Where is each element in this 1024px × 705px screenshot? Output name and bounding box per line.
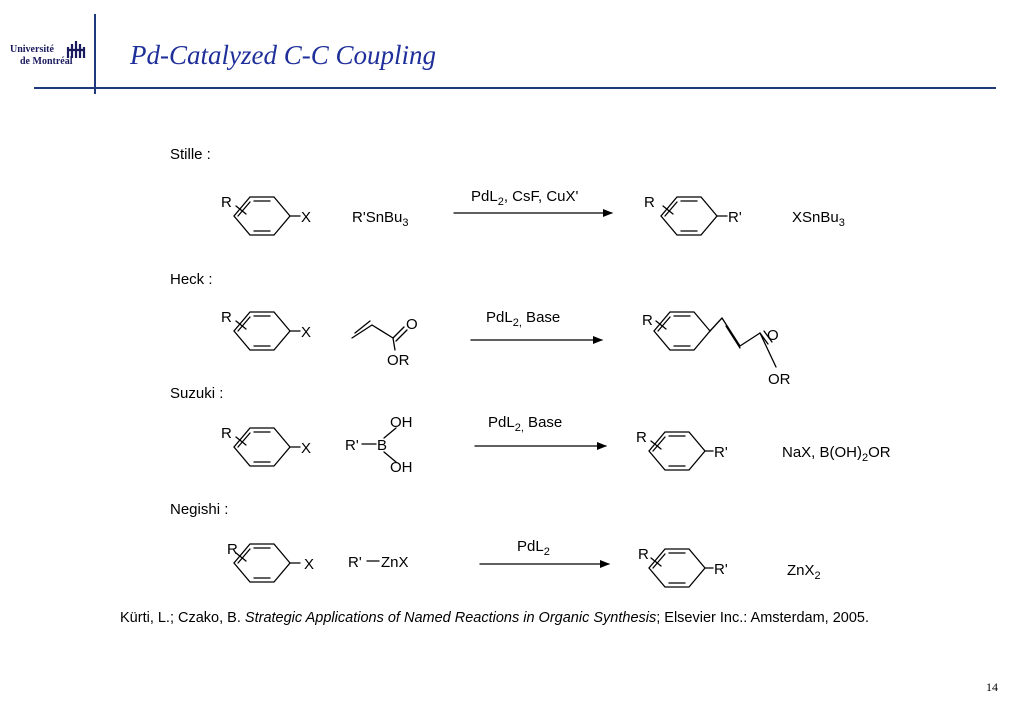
suzuki-r-label: R bbox=[221, 425, 232, 442]
suzuki-aryl-halide bbox=[233, 427, 301, 467]
citation: Kürti, L.; Czako, B. Strategic Applicati… bbox=[120, 610, 869, 626]
negishi-label: Negishi : bbox=[170, 501, 229, 518]
header-vertical-rule bbox=[94, 14, 96, 94]
stille-x-label: X bbox=[301, 209, 311, 226]
university-logo: Université de Montréal bbox=[8, 41, 88, 74]
suzuki-product-rp-label: R' bbox=[714, 444, 728, 461]
suzuki-label: Suzuki : bbox=[170, 385, 224, 402]
negishi-reagent-znx-label: ZnX bbox=[381, 554, 409, 571]
negishi-r-label: R bbox=[227, 541, 238, 558]
suzuki-byproduct: NaX, B(OH)2OR bbox=[782, 444, 891, 464]
heck-r-label: R bbox=[221, 309, 232, 326]
negishi-product-rp-label: R' bbox=[714, 561, 728, 578]
stille-conditions: PdL2, CsF, CuX' bbox=[471, 188, 579, 208]
negishi-reagent-r-label: R' bbox=[348, 554, 362, 571]
heck-label: Heck : bbox=[170, 271, 213, 288]
negishi-product-r-label: R bbox=[638, 546, 649, 563]
stille-product bbox=[660, 196, 728, 236]
stille-reagent: R'SnBu3 bbox=[352, 209, 409, 229]
heck-acrylate bbox=[351, 320, 408, 351]
citation-publisher: ; Elsevier Inc.: Amsterdam, 2005. bbox=[656, 610, 869, 626]
negishi-byproduct: ZnX2 bbox=[787, 562, 821, 582]
heck-product-o-label: O bbox=[767, 327, 779, 344]
suzuki-boronic-acid bbox=[361, 427, 397, 463]
heck-product bbox=[653, 311, 777, 368]
page-number: 14 bbox=[986, 680, 998, 694]
citation-authors: Kürti, L.; Czako, B. bbox=[120, 610, 245, 626]
logo-line-1: Université bbox=[10, 44, 54, 55]
stille-label: Stille : bbox=[170, 146, 211, 163]
heck-conditions: PdL2, Base bbox=[486, 309, 560, 329]
suzuki-oh-top-label: OH bbox=[390, 414, 413, 431]
negishi-product bbox=[648, 548, 714, 588]
negishi-conditions: PdL2 bbox=[517, 538, 550, 558]
stille-aryl-halide bbox=[233, 196, 301, 236]
negishi-x-label: X bbox=[304, 556, 314, 573]
page-title: Pd-Catalyzed C-C Coupling bbox=[130, 40, 436, 70]
header-horizontal-rule bbox=[34, 87, 996, 89]
logo-emblem-icon bbox=[66, 41, 86, 58]
stille-product-rp-label: R' bbox=[728, 209, 742, 226]
heck-product-r-label: R bbox=[642, 312, 653, 329]
suzuki-conditions: PdL2, Base bbox=[488, 414, 562, 434]
heck-acrylate-o-label: O bbox=[406, 316, 418, 333]
logo-line-2: de Montréal bbox=[20, 56, 73, 67]
heck-product-or-label: OR bbox=[768, 371, 791, 388]
heck-aryl-halide bbox=[233, 311, 301, 351]
suzuki-oh-bottom-label: OH bbox=[390, 459, 413, 476]
stille-r-label: R bbox=[221, 194, 232, 211]
citation-book-title: Strategic Applications of Named Reaction… bbox=[244, 610, 657, 626]
suzuki-product-r-label: R bbox=[636, 429, 647, 446]
heck-acrylate-or-label: OR bbox=[387, 352, 410, 369]
suzuki-reagent-rp-label: R' bbox=[345, 437, 359, 454]
stille-byproduct: XSnBu3 bbox=[792, 209, 845, 229]
heck-x-label: X bbox=[301, 324, 311, 341]
suzuki-b-label: B bbox=[377, 437, 387, 454]
suzuki-product bbox=[648, 431, 714, 471]
stille-product-r-label: R bbox=[644, 194, 655, 211]
negishi-aryl-halide bbox=[233, 543, 301, 583]
suzuki-x-label: X bbox=[301, 440, 311, 457]
